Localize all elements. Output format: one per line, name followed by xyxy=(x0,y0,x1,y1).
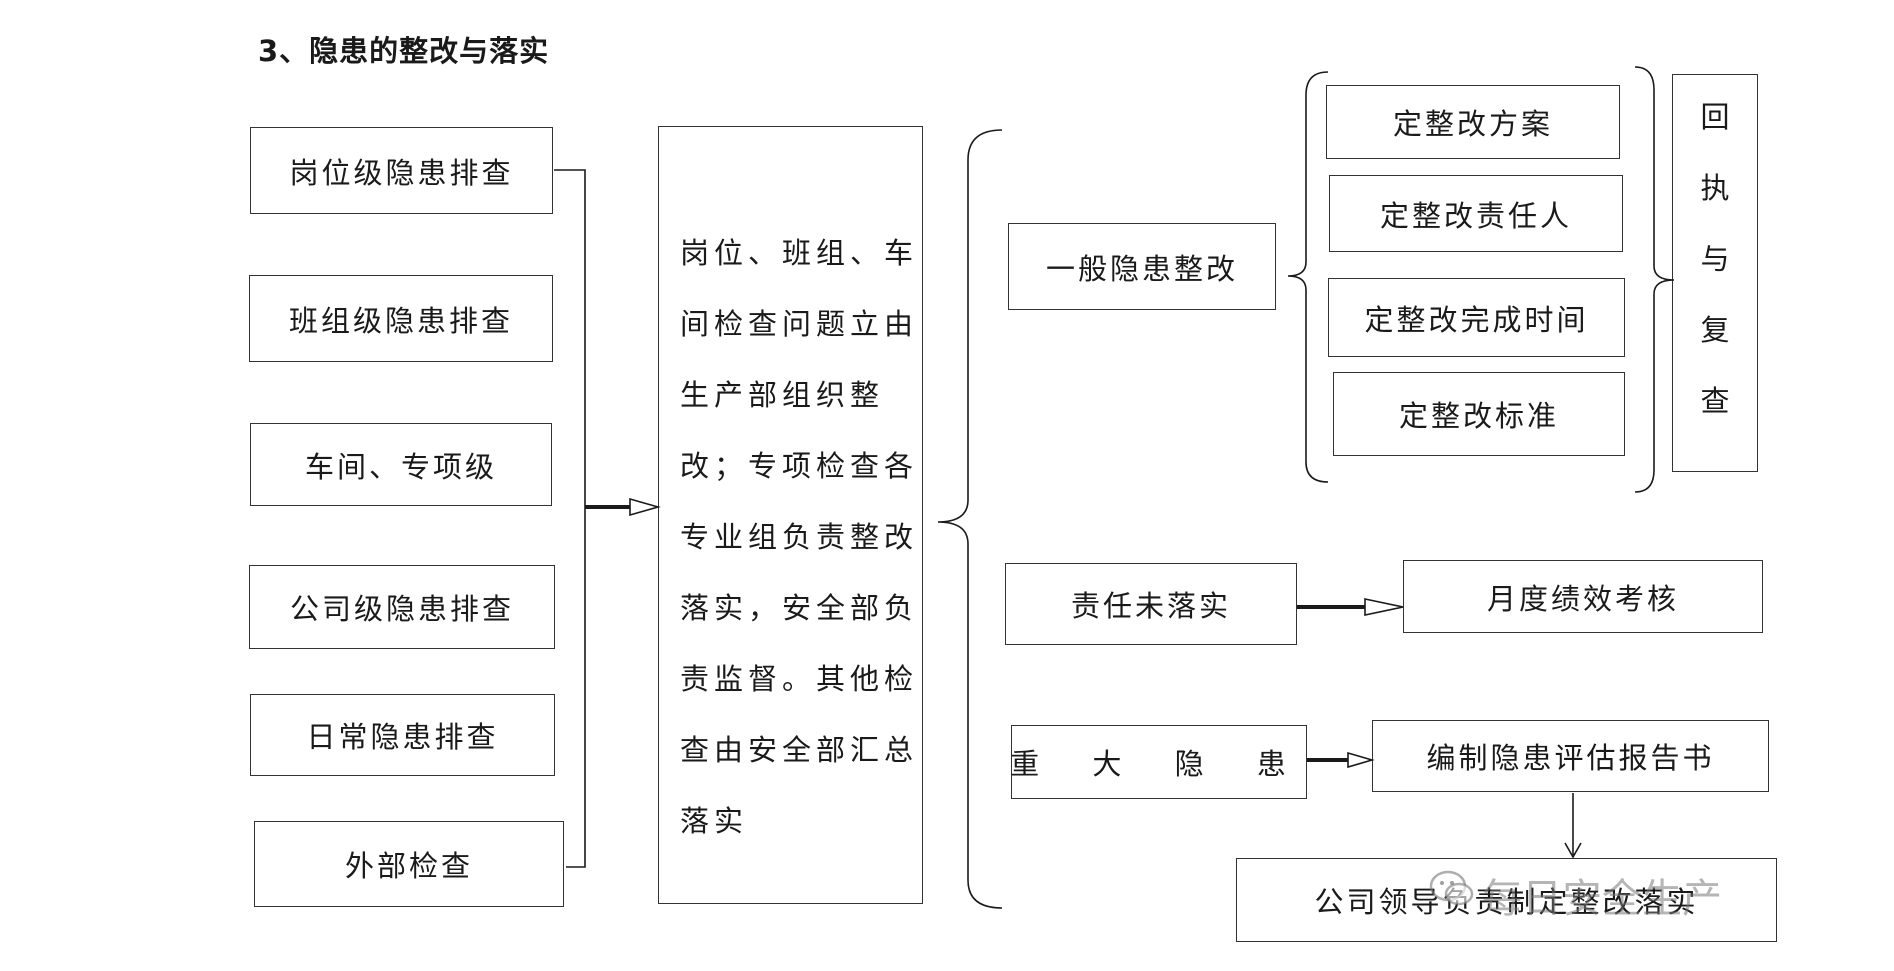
left-item-label: 车间、专项级 xyxy=(304,449,497,484)
watermark-text: 每日安全生产 xyxy=(1482,876,1722,922)
center-right-brace xyxy=(937,129,1003,909)
rectify-deadline-box: 定整改完成时间 xyxy=(1328,278,1625,357)
center-description-text: 岗位、班组、车 间检查问题立由 生产部组织整 改；专项检查各 专业组负责整改 落… xyxy=(680,236,919,838)
left-item-workshop-level: 车间、专项级 xyxy=(250,423,552,506)
assessment-report-box: 编制隐患评估报告书 xyxy=(1372,720,1769,792)
rectify-plan-box: 定整改方案 xyxy=(1326,85,1620,159)
left-item-external-check: 外部检查 xyxy=(254,821,564,907)
review-check-box: 回 执 与 复 查 xyxy=(1672,74,1758,472)
left-item-label: 外部检查 xyxy=(344,849,473,883)
left-collector-bracket xyxy=(554,169,586,868)
left-item-post-level: 岗位级隐患排查 xyxy=(250,127,553,214)
left-item-daily-check: 日常隐患排查 xyxy=(250,694,555,776)
wechat-icon xyxy=(1429,870,1474,906)
rectify-right-brace xyxy=(1634,66,1675,493)
down-arrow-head xyxy=(1564,842,1582,859)
left-item-label: 班组级隐患排查 xyxy=(288,303,513,338)
major-hazard-box: 重 大 隐 患 xyxy=(1010,725,1307,799)
rectify-standard-box: 定整改标准 xyxy=(1333,372,1625,456)
rectify-left-brace xyxy=(1287,71,1329,483)
arrow-to-center-head xyxy=(629,497,661,517)
major-arrow-head xyxy=(1347,751,1375,769)
rectify-owner-box: 定整改责任人 xyxy=(1329,175,1623,252)
left-item-label: 日常隐患排查 xyxy=(306,720,499,754)
leadership-rectification-box: 公司领导负责制定整改落实 xyxy=(1236,858,1777,942)
responsibility-unfulfilled-box: 责任未落实 xyxy=(1005,563,1297,645)
left-item-team-level: 班组级隐患排查 xyxy=(249,275,553,362)
left-item-company-level: 公司级隐患排查 xyxy=(249,565,555,649)
left-item-label: 公司级隐患排查 xyxy=(289,592,514,626)
page-title: 3、隐患的整改与落实 xyxy=(258,34,550,68)
responsibility-arrow-head xyxy=(1364,598,1404,616)
monthly-performance-box: 月度绩效考核 xyxy=(1403,560,1763,633)
center-description-box xyxy=(658,126,923,904)
left-item-label: 岗位级隐患排查 xyxy=(289,155,514,190)
general-hazard-box: 一般隐患整改 xyxy=(1008,223,1276,310)
